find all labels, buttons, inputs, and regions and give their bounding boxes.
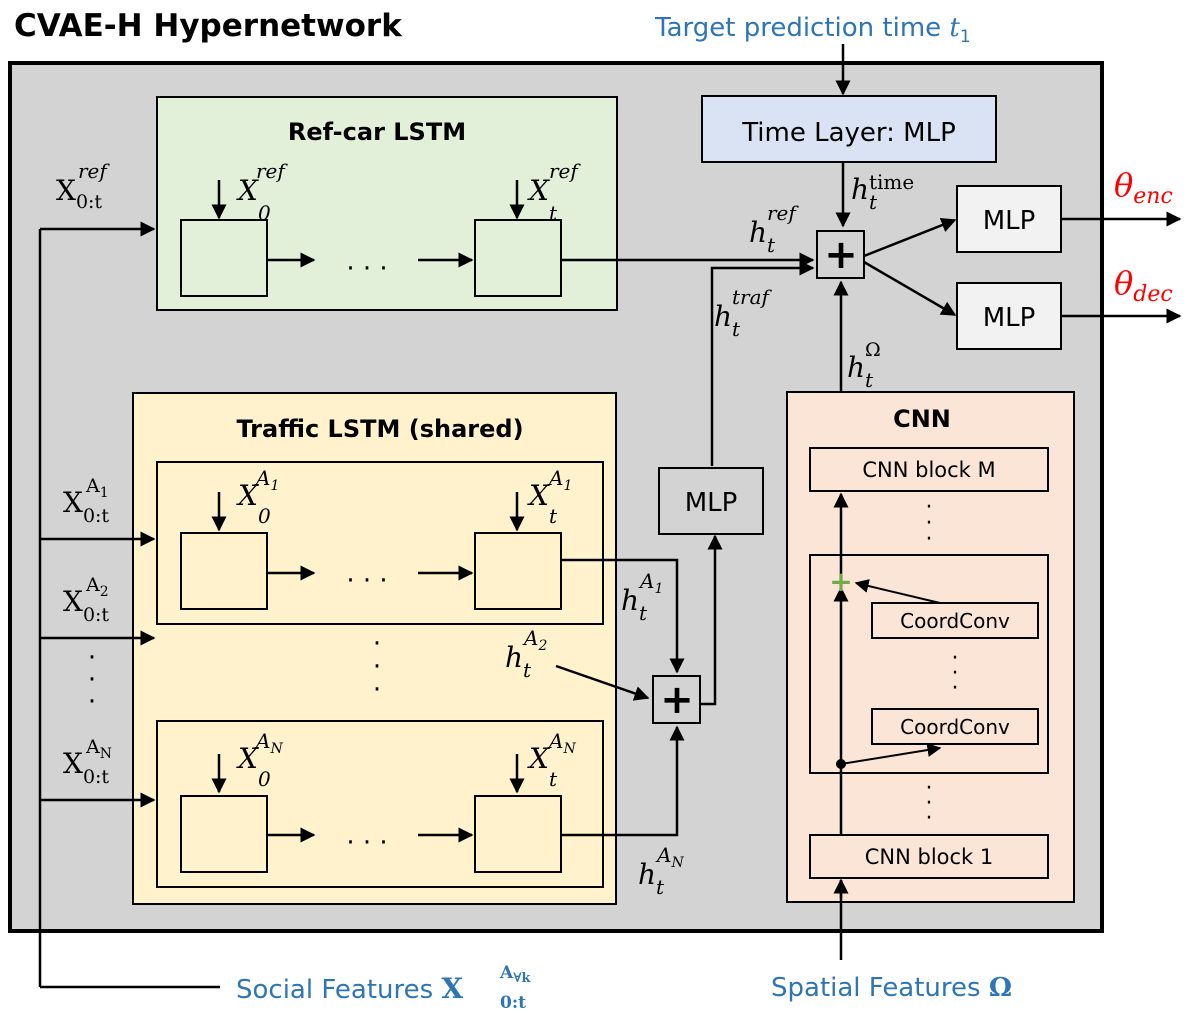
- svg-text:ref: ref: [767, 201, 799, 225]
- svg-text:AN: AN: [547, 729, 576, 757]
- theta-enc-label: θenc: [1114, 166, 1173, 209]
- svg-text:A1: A1: [254, 466, 279, 494]
- svg-text:AN: AN: [655, 843, 684, 871]
- h-a2-label: ht A2: [505, 626, 547, 682]
- target-time-label: Target prediction time t1: [654, 13, 971, 47]
- svg-text:Spatial Features Ω: Spatial Features Ω: [771, 973, 1012, 1003]
- coordconv-bottom: [871, 708, 1039, 745]
- svg-text:·: ·: [926, 776, 933, 801]
- svg-text:·: ·: [373, 652, 381, 682]
- svg-text:ref: ref: [78, 159, 110, 183]
- svg-text:·: ·: [926, 511, 933, 536]
- svg-text:CoordConv: CoordConv: [900, 609, 1010, 633]
- svg-text:+: +: [660, 677, 694, 723]
- cnn-block-1: [809, 834, 1049, 879]
- svg-text:CoordConv: CoordConv: [900, 715, 1010, 739]
- svg-text:AN: AN: [254, 729, 283, 757]
- svg-text:A2: A2: [522, 626, 547, 654]
- svg-text:+: +: [824, 232, 858, 278]
- mlp-dec-label: MLP: [983, 303, 1036, 333]
- ref-car-lstm-title: Ref-car LSTM: [288, 118, 466, 146]
- ref-lstm-cell-0: [180, 219, 268, 297]
- coordconv-top: [871, 602, 1039, 639]
- svg-text:CNN block M: CNN block M: [862, 458, 995, 482]
- svg-text:θdec: θdec: [1114, 264, 1173, 307]
- svg-text:·: ·: [926, 791, 933, 816]
- svg-text:time: time: [869, 170, 914, 194]
- svg-text:θenc: θenc: [1114, 166, 1173, 209]
- svg-text:·: ·: [926, 806, 933, 831]
- svg-text:A2: A2: [85, 574, 109, 600]
- svg-text:Ω: Ω: [865, 339, 881, 361]
- time-layer-box: [701, 95, 997, 163]
- svg-text:·: ·: [952, 676, 959, 701]
- social-features-label: Social Features X 0:t A∀k: [236, 963, 532, 1013]
- svg-text:AN: AN: [85, 736, 112, 762]
- svg-text:·: ·: [88, 665, 96, 695]
- svg-text:0:t: 0:t: [500, 993, 526, 1013]
- mlp-enc-box: [956, 185, 1062, 253]
- mlp-traffic-box: [658, 467, 764, 535]
- h-an-label: ht AN: [638, 843, 684, 899]
- theta-dec-label: θdec: [1114, 264, 1173, 307]
- traffic-a1-x0-label: X0 A1: [236, 466, 279, 528]
- svg-text:Social Features X: Social Features X: [236, 972, 463, 1005]
- svg-text:·: ·: [373, 675, 381, 705]
- svg-text:·: ·: [88, 643, 96, 673]
- mlp-traffic-label: MLP: [685, 488, 738, 518]
- diagram-title: CVAE-H Hypernetwork: [14, 8, 403, 44]
- traffic-an-cell-0: [180, 795, 268, 873]
- svg-text:·: ·: [952, 661, 959, 686]
- svg-text:Target prediction time t1: Target prediction time t1: [654, 13, 971, 47]
- svg-text:· · ·: · · ·: [346, 828, 387, 858]
- svg-text:A∀k: A∀k: [499, 963, 532, 986]
- traffic-sum-node: [652, 675, 701, 724]
- ref-lstm-cell-t: [474, 219, 562, 297]
- traffic-a1-cell-t: [474, 532, 562, 610]
- traffic-lstm-title: Traffic LSTM (shared): [236, 415, 523, 443]
- cnn-block-m: [809, 447, 1049, 492]
- main-sum-node: [816, 230, 865, 279]
- svg-text:·: ·: [88, 687, 96, 717]
- svg-text:·: ·: [952, 646, 959, 671]
- svg-text:·: ·: [373, 629, 381, 659]
- input-ref-label: X0:t ref: [56, 159, 110, 213]
- svg-text:traf: traf: [732, 285, 773, 309]
- traffic-a1-cell-0: [180, 532, 268, 610]
- svg-text:A1: A1: [638, 569, 663, 597]
- mlp-enc-label: MLP: [983, 206, 1036, 236]
- svg-text:A1: A1: [547, 466, 572, 494]
- svg-text:A1: A1: [85, 475, 109, 501]
- residual-plus-icon: +: [829, 565, 852, 598]
- cnn-title: CNN: [893, 405, 951, 433]
- svg-text:CNN block 1: CNN block 1: [865, 845, 994, 869]
- svg-text:· · ·: · · ·: [346, 566, 387, 596]
- time-layer-label: Time Layer: MLP: [741, 118, 956, 148]
- svg-text:·: ·: [926, 527, 933, 552]
- svg-text:·: ·: [926, 495, 933, 520]
- svg-text:ref: ref: [256, 159, 288, 183]
- traffic-an-cell-t: [474, 795, 562, 873]
- ref-lstm-dots: · · ·: [346, 254, 387, 284]
- svg-text:ref: ref: [549, 159, 581, 183]
- mlp-dec-box: [956, 282, 1062, 350]
- spatial-features-label: Spatial Features Ω: [771, 973, 1012, 1003]
